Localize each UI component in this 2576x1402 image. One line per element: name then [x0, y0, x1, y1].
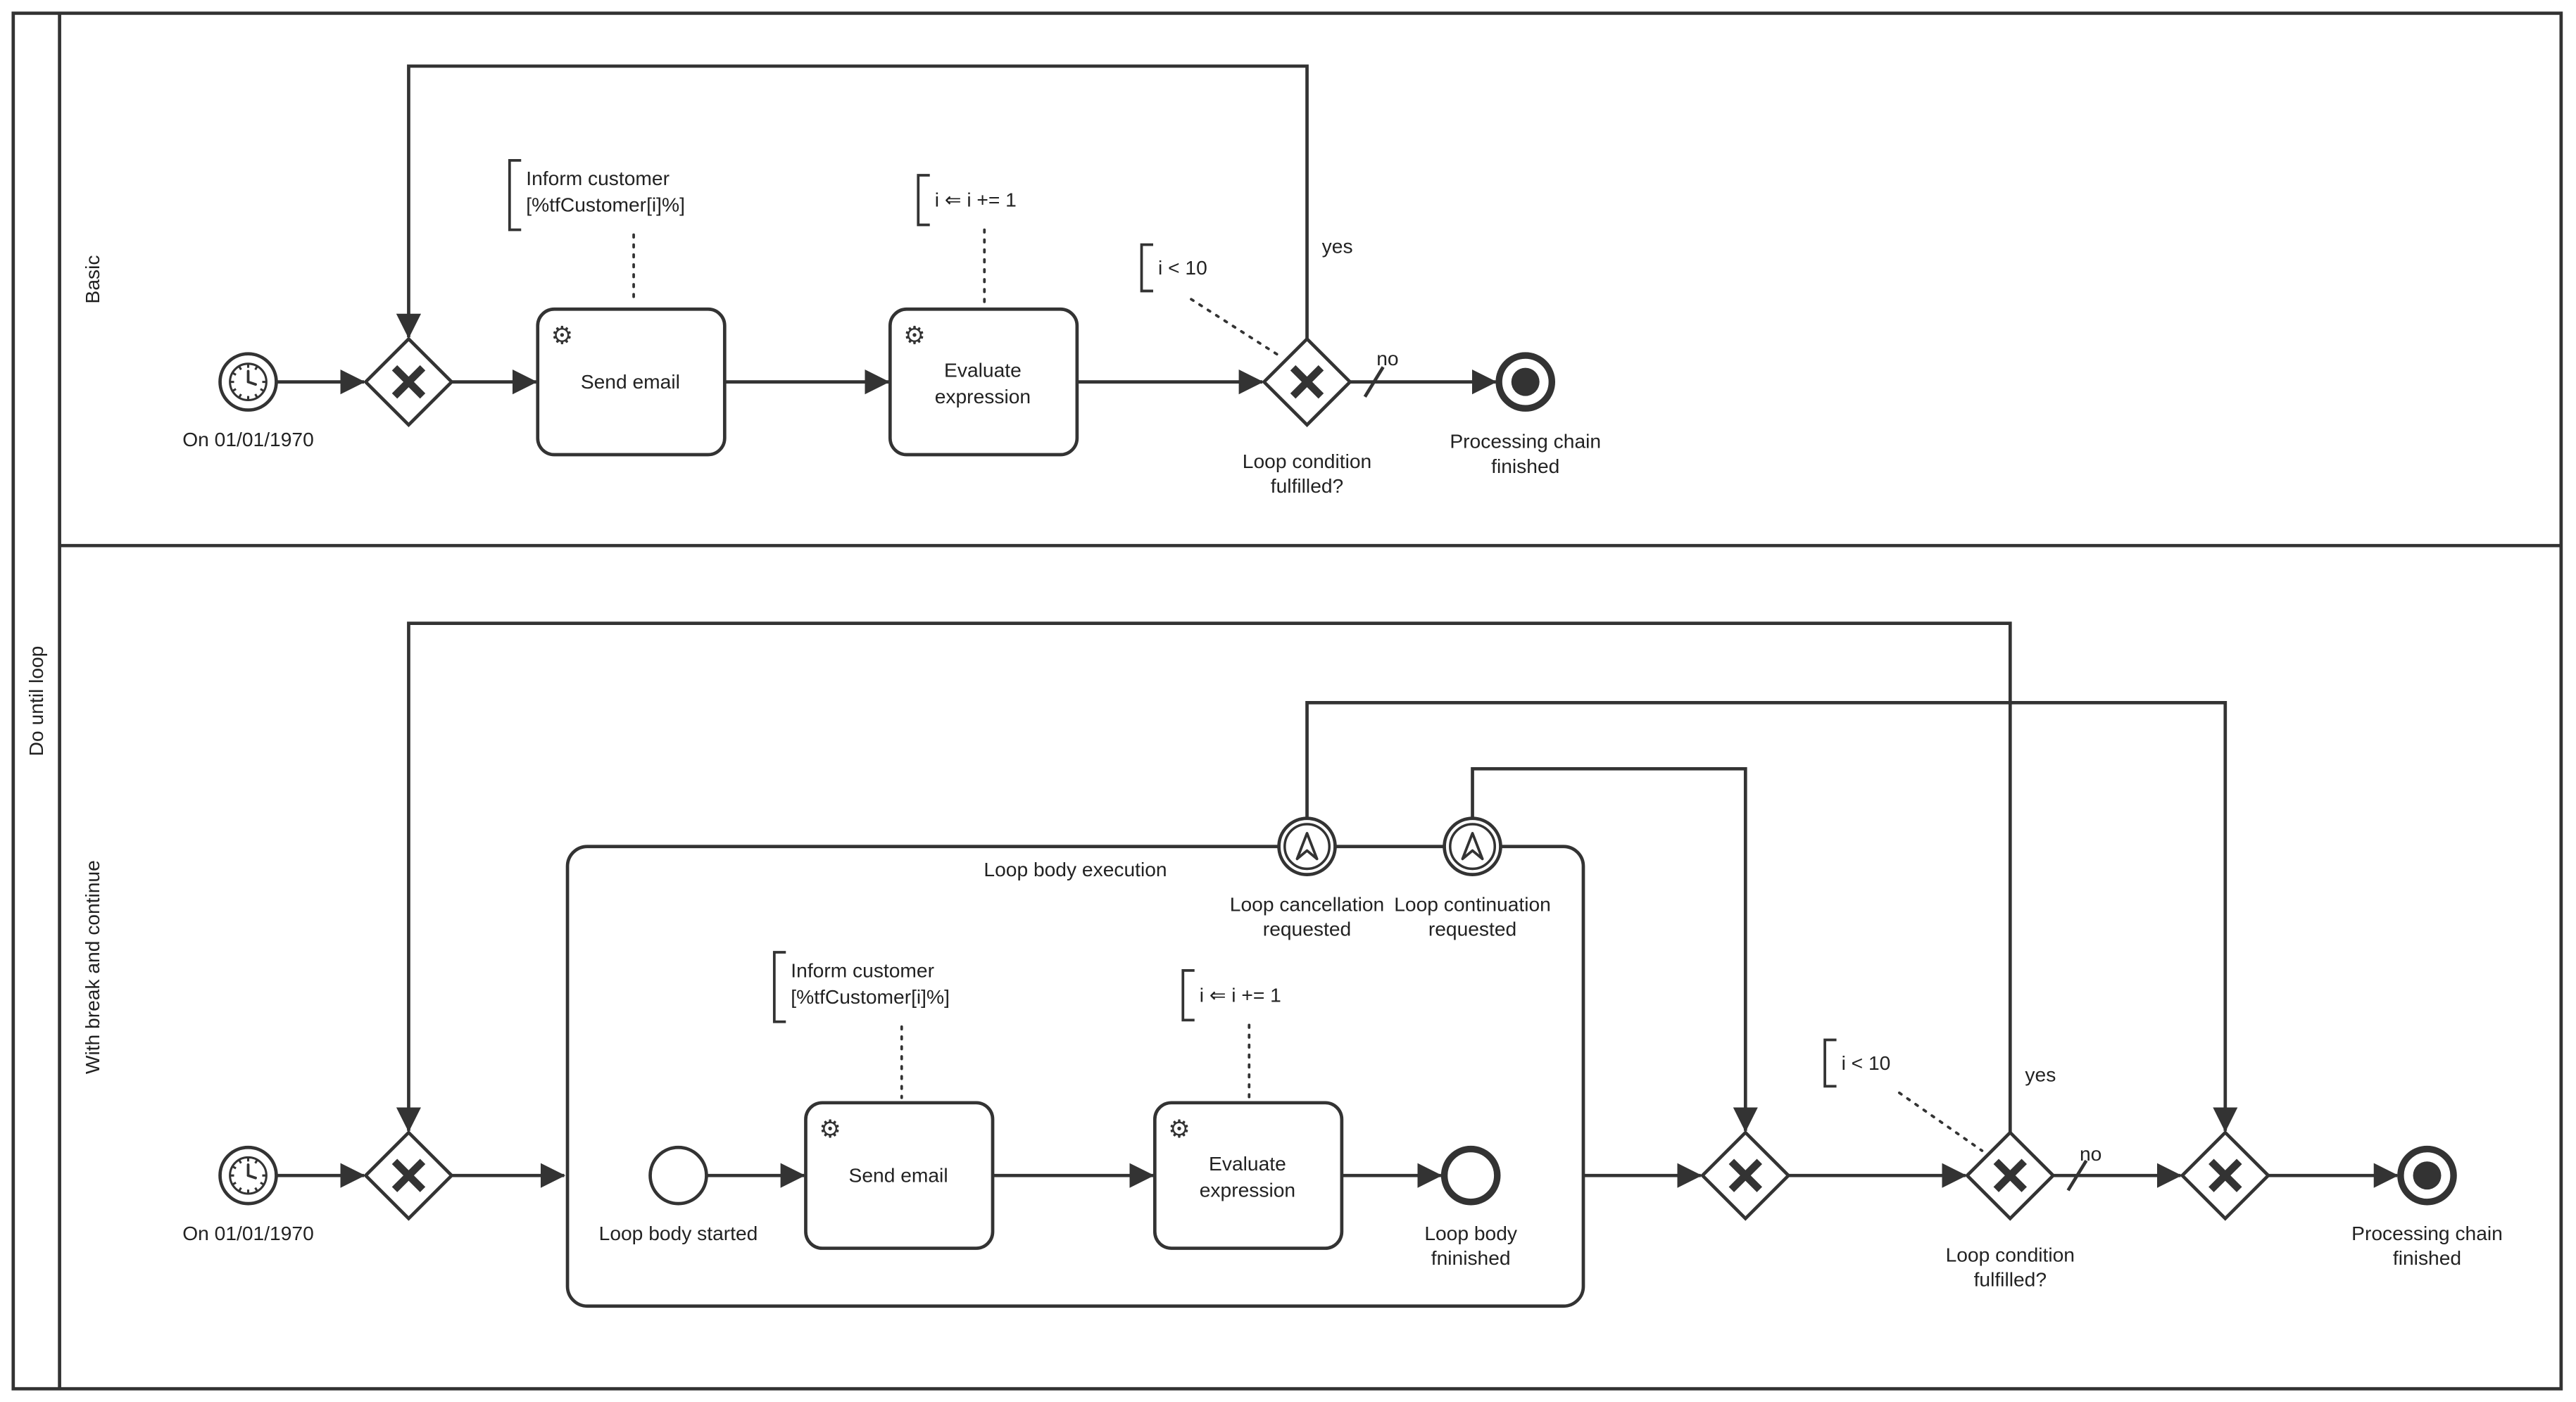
flow-label-no: no [1376, 347, 1398, 370]
end-event-label-line1: Processing chain [2351, 1222, 2503, 1244]
text-annotation-inform-line1: Inform customer [526, 167, 670, 189]
task-label: Send email [581, 370, 680, 393]
service-task-gear-icon: ⚙ [819, 1116, 841, 1143]
task-label: Send email [849, 1164, 948, 1187]
lane-basic-content: yes no Inform customer [%tfCustomer[i]%]… [182, 64, 1601, 497]
sequence-flow-yes-loopback [396, 621, 2012, 1133]
end-event-label-line1: Processing chain [1450, 430, 1601, 453]
task-evaluate-expression: ⚙ Evaluate expression [1152, 1101, 1344, 1250]
text-annotation-inform-line1: Inform customer [791, 959, 934, 981]
text-annotation-bracket [508, 158, 522, 232]
lane-label-basic: Basic [81, 255, 103, 304]
service-task-gear-icon: ⚙ [1168, 1116, 1190, 1143]
default-flow-marker [2066, 1159, 2088, 1192]
end-event-label-line2: finished [2393, 1246, 2461, 1269]
loop-body-start-label: Loop body started [599, 1222, 758, 1244]
exclusive-gateway-join [365, 339, 451, 425]
task-label-line1: Evaluate [1209, 1152, 1286, 1175]
gateway-label-line1: Loop condition [1946, 1243, 2075, 1265]
terminate-end-event [1499, 355, 1552, 408]
association [1190, 298, 1281, 357]
task-send-email: ⚙ Send email [536, 307, 727, 457]
text-annotation-bracket [1140, 243, 1153, 293]
task-label-line2: expression [1200, 1179, 1295, 1201]
loop-body-end-label-line1: Loop body [1424, 1222, 1518, 1244]
start-event-loop-body [651, 1147, 707, 1204]
pool-border [11, 11, 2563, 1391]
exclusive-gateway-break-join [2182, 1132, 2268, 1218]
boundary-continue-label-line1: Loop continuation [1394, 892, 1551, 915]
loop-body-end-label-line2: fninished [1431, 1246, 1511, 1269]
gateway-label-line1: Loop condition [1243, 450, 1371, 472]
text-annotation-inform-line2: [%tfCustomer[i]%] [791, 985, 950, 1008]
sequence-flow-continuation [1471, 766, 1758, 1132]
task-shape [536, 307, 727, 457]
exclusive-gateway-join [365, 1132, 451, 1218]
exclusive-gateway-loop-condition [1967, 1132, 2053, 1218]
lane-break-continue-content: yes no Loop body execution Inform custom… [182, 621, 2503, 1308]
subprocess-label: Loop body execution [984, 858, 1167, 880]
task-shape [1152, 1101, 1344, 1250]
boundary-cancel-label-line1: Loop cancellation [1230, 892, 1384, 915]
text-annotation-bracket [772, 951, 786, 1023]
text-annotation-condition: i < 10 [1842, 1052, 1891, 1074]
text-annotation-inform-line2: [%tfCustomer[i]%] [526, 194, 685, 216]
task-shape [888, 307, 1079, 457]
association [1897, 1091, 1984, 1152]
exclusive-gateway-merge [1702, 1132, 1788, 1218]
task-shape [804, 1101, 995, 1250]
text-annotation-increment: i ⇐ i += 1 [935, 189, 1017, 211]
flow-label-yes: yes [1322, 234, 1353, 257]
end-event-loop-body [1445, 1149, 1497, 1202]
boundary-event-loop-continuation [1445, 819, 1501, 875]
sequence-flow-cancellation [1305, 701, 2238, 1132]
boundary-event-loop-cancellation [1279, 819, 1336, 875]
gateway-label-line2: fulfilled? [1974, 1268, 2047, 1291]
text-annotation-condition: i < 10 [1158, 256, 1207, 279]
task-label-line1: Evaluate [944, 359, 1022, 381]
sequence-flow-yes-loopback [396, 64, 1309, 339]
service-task-gear-icon: ⚙ [551, 322, 574, 350]
text-annotation-bracket [1823, 1038, 1837, 1088]
gateway-label-line2: fulfilled? [1271, 474, 1343, 497]
exclusive-gateway-loop-condition [1264, 339, 1350, 425]
boundary-cancel-label-line2: requested [1263, 918, 1351, 940]
flow-label-yes: yes [2025, 1063, 2056, 1085]
terminate-end-event [2401, 1149, 2454, 1202]
text-annotation-bracket [1181, 969, 1195, 1022]
text-annotation-increment: i ⇐ i += 1 [1200, 984, 1281, 1006]
timer-start-event [220, 354, 277, 410]
lane-label-break-continue: With break and continue [81, 860, 103, 1074]
task-evaluate-expression: ⚙ Evaluate expression [888, 307, 1079, 457]
timer-start-event [220, 1147, 277, 1204]
flow-label-no: no [2080, 1142, 2101, 1165]
pool-label: Do until loop [25, 646, 47, 757]
boundary-continue-label-line2: requested [1428, 918, 1516, 940]
default-flow-marker [1363, 366, 1385, 398]
end-event-label-line2: finished [1491, 455, 1559, 477]
task-label-line2: expression [935, 385, 1031, 408]
start-event-label: On 01/01/1970 [182, 428, 314, 450]
start-event-label: On 01/01/1970 [182, 1222, 314, 1244]
service-task-gear-icon: ⚙ [903, 322, 926, 350]
task-send-email: ⚙ Send email [804, 1101, 995, 1250]
text-annotation-bracket [917, 174, 930, 227]
